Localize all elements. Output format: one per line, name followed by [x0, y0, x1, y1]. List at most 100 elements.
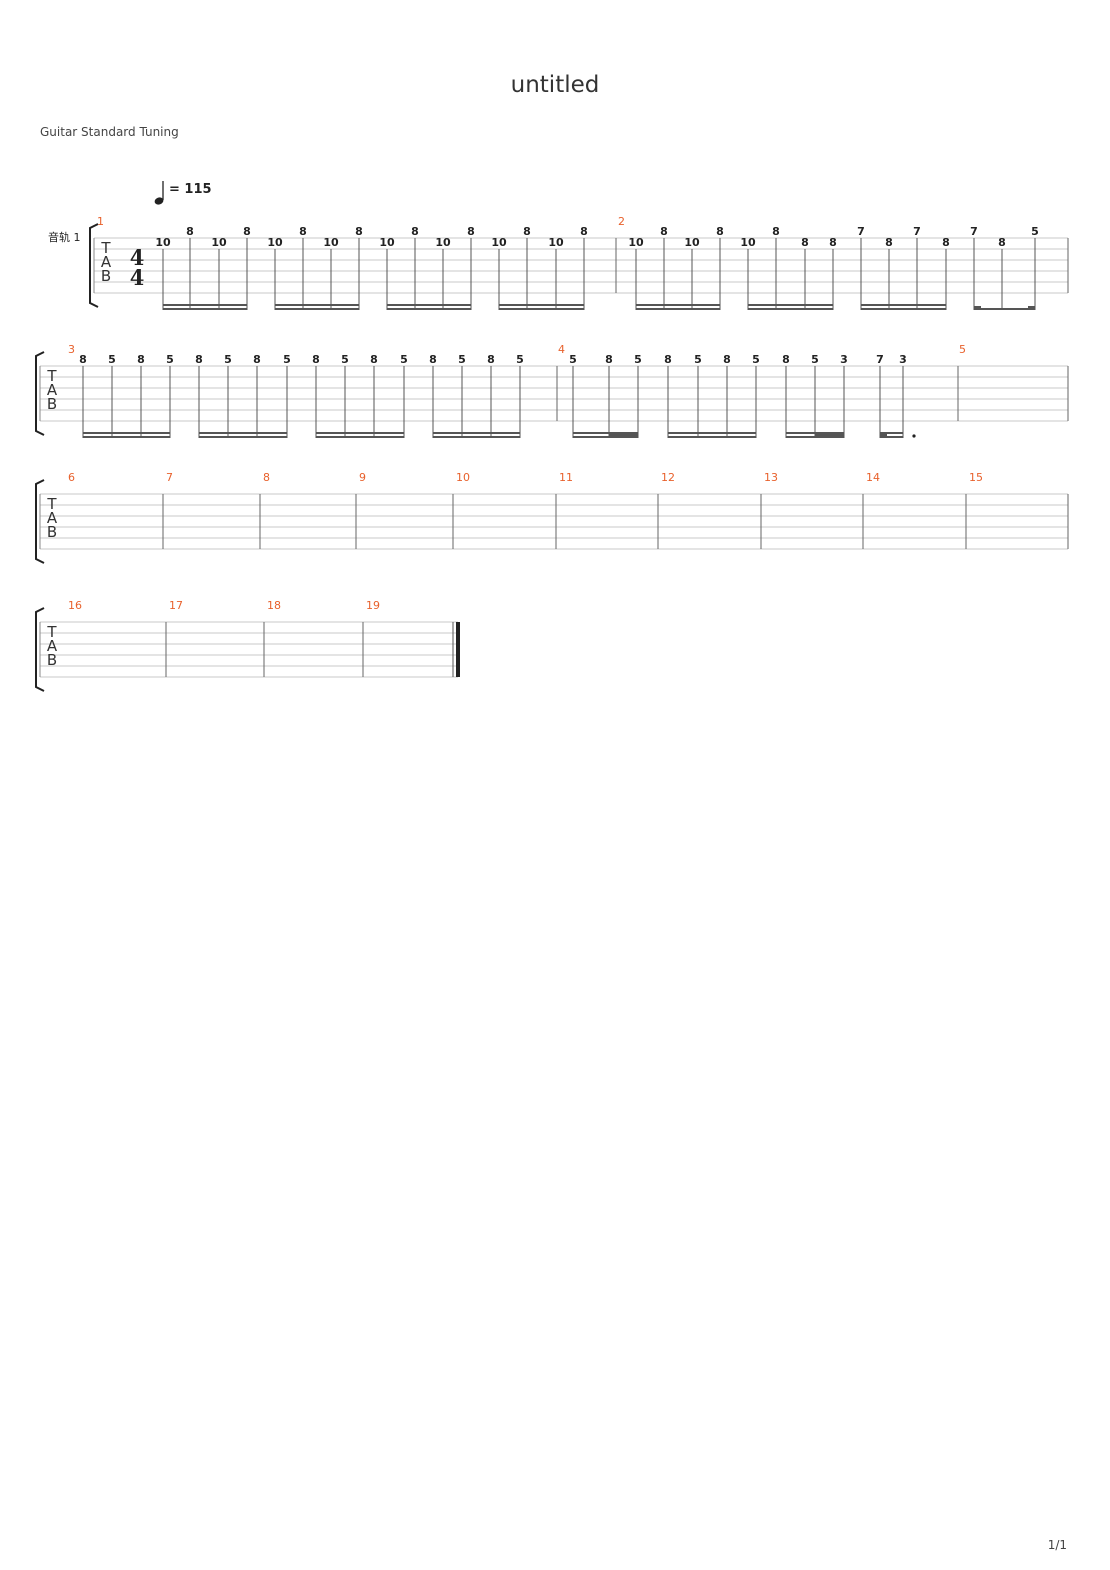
fret-number: 8 [429, 353, 437, 366]
system-bracket [35, 351, 45, 436]
beam [880, 436, 903, 438]
measure-number: 11 [559, 471, 573, 484]
fret-number: 7 [857, 225, 865, 238]
song-title: untitled [510, 72, 600, 98]
fret-number: 8 [998, 236, 1006, 249]
beam [83, 432, 170, 434]
fret-number: 8 [829, 236, 837, 249]
beam [163, 304, 247, 306]
measure-number: 9 [359, 471, 366, 484]
tab-clef-letter: B [101, 267, 111, 285]
beam [433, 436, 520, 438]
beam [668, 432, 756, 434]
fret-number: 8 [664, 353, 672, 366]
fret-number: 8 [723, 353, 731, 366]
fret-number: 10 [155, 236, 171, 249]
measure-number: 2 [618, 215, 625, 228]
tab-clef-letter: A [47, 509, 58, 527]
beam [861, 304, 946, 306]
partial-beam [609, 434, 638, 436]
tab-clef-letter: A [101, 253, 112, 271]
system-bracket [89, 223, 99, 308]
augmentation-dot [912, 434, 916, 438]
fret-number: 5 [166, 353, 174, 366]
fret-number: 3 [840, 353, 848, 366]
beam [199, 436, 287, 438]
measure-number: 5 [959, 343, 966, 356]
measure-number: 10 [456, 471, 470, 484]
fret-number: 8 [411, 225, 419, 238]
tab-clef-letter: T [100, 239, 111, 257]
beam [861, 308, 946, 310]
tab-clef-letter: T [46, 623, 57, 641]
fret-number: 5 [341, 353, 349, 366]
beam [275, 308, 359, 310]
fret-number: 8 [580, 225, 588, 238]
fret-number: 5 [458, 353, 466, 366]
measure-number: 3 [68, 343, 75, 356]
fret-number: 10 [628, 236, 644, 249]
fret-number: 10 [211, 236, 227, 249]
beam [499, 304, 584, 306]
partial-beam [880, 434, 887, 436]
tempo-quarter-note-head [154, 197, 164, 205]
beam [573, 432, 638, 434]
fret-number: 10 [491, 236, 507, 249]
fret-number: 10 [684, 236, 700, 249]
fret-number: 10 [548, 236, 564, 249]
time-signature-denominator: 4 [130, 265, 145, 290]
system-bracket [35, 607, 45, 692]
tab-clef-letter: A [47, 637, 58, 655]
fret-number: 8 [487, 353, 495, 366]
fret-number: 5 [752, 353, 760, 366]
fret-number: 8 [137, 353, 145, 366]
fret-number: 10 [435, 236, 451, 249]
fret-number: 5 [108, 353, 116, 366]
measure-number: 13 [764, 471, 778, 484]
partial-beam [815, 434, 844, 436]
beam [433, 432, 520, 434]
beam [199, 432, 287, 434]
fret-number: 8 [186, 225, 194, 238]
fret-number: 8 [299, 225, 307, 238]
fret-number: 5 [811, 353, 819, 366]
partial-beam [1028, 306, 1035, 308]
fret-number: 7 [913, 225, 921, 238]
fret-number: 8 [885, 236, 893, 249]
fret-number: 7 [876, 353, 884, 366]
fret-number: 8 [467, 225, 475, 238]
measure-number: 15 [969, 471, 983, 484]
beam [387, 304, 471, 306]
measure-number: 18 [267, 599, 281, 612]
beam [83, 436, 170, 438]
measure-number: 1 [97, 215, 104, 228]
measure-number: 8 [263, 471, 270, 484]
fret-number: 5 [400, 353, 408, 366]
fret-number: 8 [942, 236, 950, 249]
system-bracket [35, 479, 45, 564]
measure-number: 6 [68, 471, 75, 484]
measure-number: 14 [866, 471, 880, 484]
fret-number: 10 [323, 236, 339, 249]
measure-number: 7 [166, 471, 173, 484]
partial-beam [974, 306, 981, 308]
beam [786, 432, 844, 434]
tab-clef-letter: A [47, 381, 58, 399]
fret-number: 5 [224, 353, 232, 366]
fret-number: 8 [243, 225, 251, 238]
beam [786, 436, 844, 438]
beam [880, 432, 903, 434]
measure-number: 17 [169, 599, 183, 612]
fret-number: 8 [660, 225, 668, 238]
tab-clef-letter: T [46, 367, 57, 385]
track-name: 音轨 1 [48, 230, 81, 244]
fret-number: 8 [801, 236, 809, 249]
fret-number: 10 [267, 236, 283, 249]
fret-number: 8 [79, 353, 87, 366]
fret-number: 10 [379, 236, 395, 249]
fret-number: 8 [716, 225, 724, 238]
fret-number: 5 [569, 353, 577, 366]
fret-number: 10 [740, 236, 756, 249]
beam [748, 304, 833, 306]
